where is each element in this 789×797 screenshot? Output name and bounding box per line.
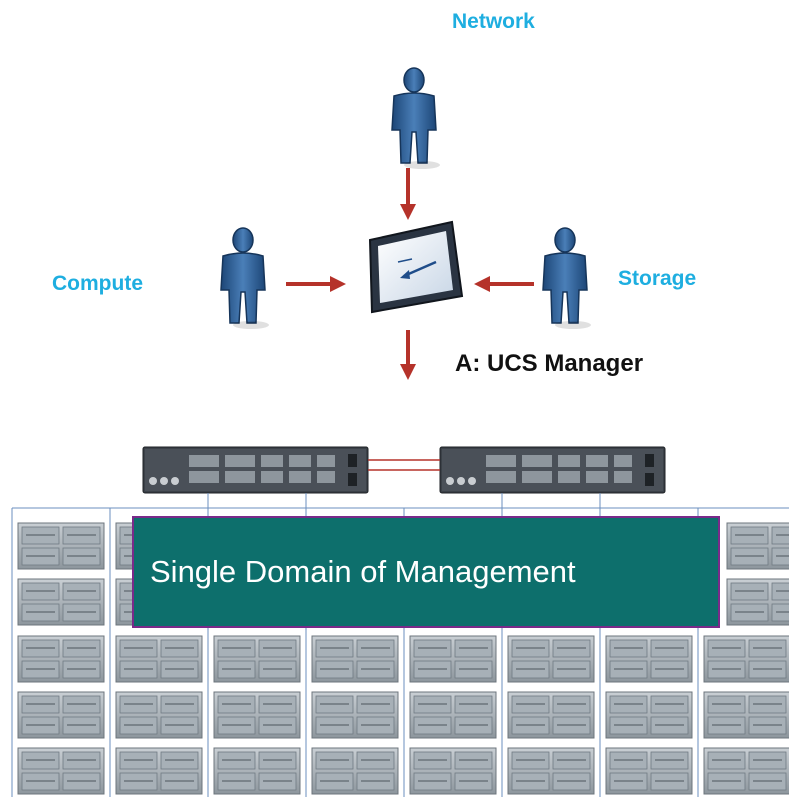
storage-label: Storage <box>618 267 697 290</box>
fabric-switch-a <box>142 446 369 494</box>
compute-label: Compute <box>52 272 143 295</box>
single-domain-banner: Single Domain of Management <box>132 516 720 628</box>
fabric-switch-b <box>439 446 666 494</box>
storage-person-icon <box>542 227 592 330</box>
banner-text: Single Domain of Management <box>150 554 576 589</box>
compute-person-icon <box>220 227 270 330</box>
network-label: Network <box>452 10 535 33</box>
network-person-icon <box>391 67 441 170</box>
ucs-manager-label: A: UCS Manager <box>455 350 644 377</box>
monitor-icon <box>368 220 464 314</box>
